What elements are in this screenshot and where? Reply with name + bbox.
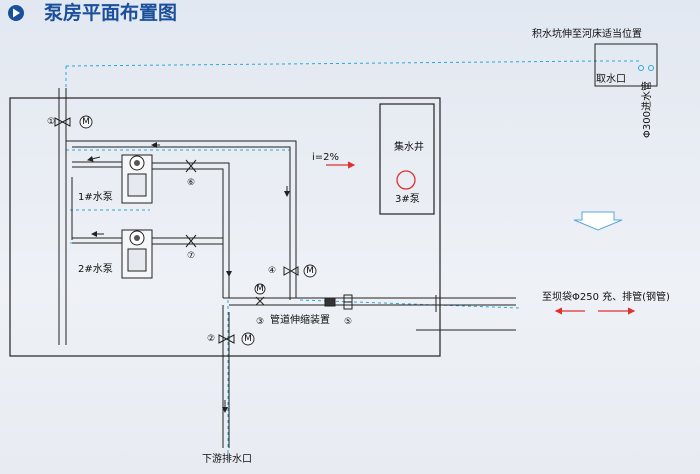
marker-6: ⑥ bbox=[187, 178, 195, 188]
motor-mark-4: M bbox=[306, 266, 314, 276]
page-title: 泵房平面布置图 bbox=[44, 1, 177, 24]
intake-box: 积水坑伸至河床适当位置 取水口 Φ300进水管 bbox=[532, 27, 658, 138]
valve-1: M ① bbox=[47, 115, 93, 129]
marker-2: ② bbox=[207, 334, 215, 344]
water-line-header bbox=[66, 149, 291, 300]
marker-1: ① bbox=[47, 117, 55, 127]
drain-label: 下游排水口 bbox=[202, 452, 252, 465]
marker-3: ③ bbox=[256, 317, 264, 327]
play-triangle bbox=[13, 8, 20, 18]
pipe-pump1-out-a bbox=[150, 162, 230, 298]
pump2-label: 2#水泵 bbox=[78, 263, 113, 275]
sump-label: 集水井 bbox=[394, 140, 424, 153]
pipe-pump1-out-b bbox=[150, 168, 224, 298]
motor-mark-3: M bbox=[256, 284, 264, 294]
overflow-pit-label: 积水坑伸至河床适当位置 bbox=[532, 27, 642, 40]
marker-5: ⑤ bbox=[344, 317, 352, 327]
outlet-label: 至坝袋Φ250 充、排管(钢管) bbox=[542, 290, 670, 303]
valve-3: M ③ bbox=[254, 283, 266, 327]
pump-1: 1#水泵 bbox=[78, 154, 153, 204]
pump-2: 2#水泵 bbox=[78, 229, 153, 279]
intake-label: 取水口 bbox=[596, 73, 626, 85]
marker-4: ④ bbox=[268, 266, 276, 276]
pump3-circle bbox=[396, 170, 416, 190]
pump1-label: 1#水泵 bbox=[78, 191, 113, 203]
valve-5: ⑤ bbox=[343, 294, 353, 327]
water-line-top bbox=[65, 60, 640, 67]
downstream-flow-arrow bbox=[573, 211, 623, 231]
header: 泵房平面布置图 bbox=[8, 1, 177, 24]
pump3-label: 3#泵 bbox=[395, 193, 420, 205]
sump-box bbox=[379, 103, 435, 215]
motor-mark-2: M bbox=[244, 334, 252, 344]
valve-4: M ④ bbox=[268, 264, 317, 278]
expansion-joint-label: 管道伸缩装置 bbox=[270, 313, 330, 326]
pump-room-wall bbox=[9, 97, 441, 357]
flow-arrows bbox=[87, 142, 290, 413]
valve-2: M ② bbox=[207, 332, 255, 346]
expansion-joint: 管道伸缩装置 bbox=[270, 297, 336, 326]
slope-label: i=2% bbox=[312, 152, 339, 163]
water-line-outlet bbox=[299, 299, 521, 309]
marker-7: ⑦ bbox=[187, 251, 195, 261]
valve-6: ⑥ bbox=[185, 159, 197, 188]
valve-7: ⑦ bbox=[185, 234, 197, 261]
pipe-header-inner bbox=[72, 146, 291, 300]
pipe-header-outer bbox=[66, 140, 297, 298]
motor-mark-1: M bbox=[82, 117, 90, 127]
pipework bbox=[58, 88, 516, 448]
inlet-pipe-label: Φ300进水管 bbox=[640, 81, 653, 138]
